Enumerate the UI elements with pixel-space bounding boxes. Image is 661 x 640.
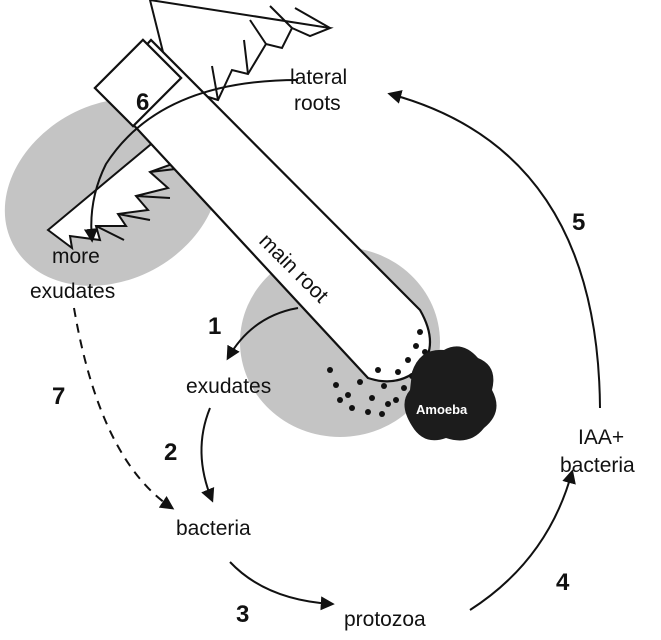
step-2-number: 2: [164, 439, 177, 466]
arrow-step-3: [230, 562, 332, 604]
amoeba-shape: [404, 346, 496, 440]
step-3-number: 3: [236, 601, 249, 628]
protozoa-label: protozoa: [344, 608, 426, 631]
iaa-bacteria-label: IAA+ bacteria: [560, 426, 635, 477]
arrow-step-2: [201, 408, 212, 500]
step-4-number: 4: [556, 569, 570, 596]
exudates-label: exudates: [186, 375, 271, 398]
step-6-number: 6: [136, 89, 149, 116]
amoeba-label: Amoeba: [416, 402, 468, 417]
step-1-number: 1: [208, 313, 221, 340]
arrow-step-7: [74, 308, 172, 508]
bacteria-label: bacteria: [176, 517, 251, 540]
step-7-number: 7: [52, 383, 65, 410]
lateral-roots-label: lateral roots: [290, 66, 353, 115]
step-5-number: 5: [572, 209, 585, 236]
